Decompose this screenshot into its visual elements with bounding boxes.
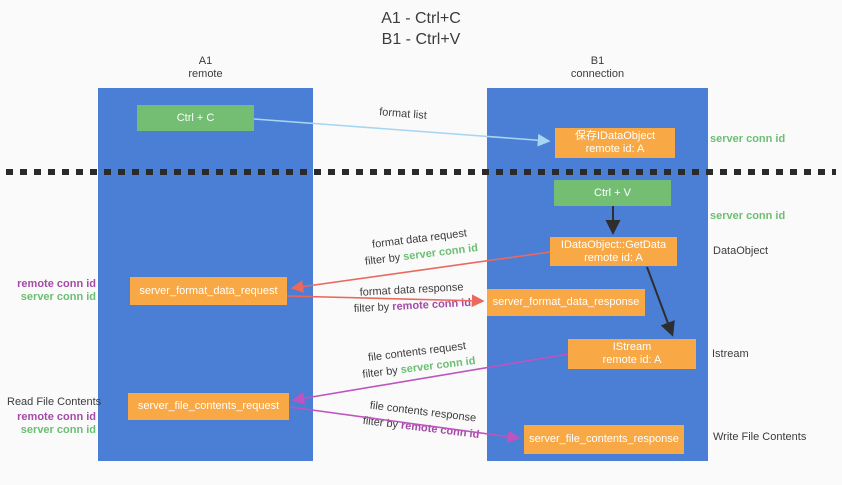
ctrl-c-label: Ctrl + C — [176, 111, 215, 124]
column-b-name: B1 — [590, 55, 605, 67]
server-conn-id-label-1: server conn id — [20, 291, 96, 303]
server-conn-id-label-2: server conn id — [20, 424, 96, 436]
column-a-subtitle: remote — [188, 68, 223, 80]
column-b-subtitle: connection — [570, 68, 625, 80]
server-conn-id-mid-label: server conn id — [710, 210, 786, 222]
istream-side-label: Istream — [712, 348, 749, 360]
read-file-contents-label: Read File Contents — [7, 396, 102, 408]
column-a-name: A1 — [198, 55, 213, 67]
left-conn-ids-file: remote conn id server conn id — [14, 411, 96, 437]
filter-by-text-4: filter by — [362, 414, 399, 432]
server-conn-id-top-label: server conn id — [710, 133, 786, 145]
diagram-title: A1 - Ctrl+C B1 - Ctrl+V — [0, 8, 842, 50]
getdata-box: IDataObject::GetData remote id: A — [550, 237, 677, 266]
getdata-line2: remote id: A — [584, 251, 643, 264]
format-request-label: server_format_data_request — [139, 284, 278, 297]
dataobject-label: DataObject — [713, 245, 769, 257]
save-dataobject-line2: remote id: A — [585, 143, 645, 155]
column-a-header: A1 remote — [98, 55, 313, 81]
filter-by-text-3: filter by — [361, 364, 399, 381]
remote-conn-id-label-2: remote conn id — [17, 411, 96, 423]
file-request-box: server_file_contents_request — [128, 393, 289, 420]
ctrl-v-box: Ctrl + V — [554, 180, 671, 206]
filter-by-text-2: filter by — [353, 301, 390, 316]
file-request-label: server_file_contents_request — [137, 400, 280, 412]
save-dataobject-line1: 保存IDataObject — [574, 130, 656, 142]
remote-conn-id-inline-1: remote conn id — [391, 296, 472, 314]
format-response-box: server_format_data_response — [487, 289, 645, 316]
title-line-1: A1 - Ctrl+C — [381, 10, 461, 27]
file-response-label: server_file_contents_response — [529, 433, 679, 445]
title-line-2: B1 - Ctrl+V — [381, 31, 461, 48]
format-list-text: format list — [378, 106, 428, 122]
session-divider — [6, 169, 836, 175]
ctrl-c-box: Ctrl + C — [137, 105, 254, 131]
file-response-box: server_file_contents_response — [524, 425, 684, 454]
istream-line2: remote id: A — [602, 354, 662, 366]
write-file-contents-label: Write File Contents — [713, 431, 807, 443]
getdata-line1: IDataObject::GetData — [560, 238, 667, 251]
remote-conn-id-label-1: remote conn id — [17, 278, 96, 290]
format-list-annotation: format list — [343, 101, 464, 126]
column-b-header: B1 connection — [487, 55, 708, 81]
format-request-box: server_format_data_request — [130, 277, 287, 305]
save-dataobject-box: 保存IDataObject remote id: A — [555, 128, 675, 158]
left-conn-ids-format: remote conn id server conn id — [14, 278, 96, 304]
istream-line1: IStream — [612, 341, 652, 353]
istream-box: IStream remote id: A — [568, 339, 696, 369]
format-response-label: server_format_data_response — [492, 296, 640, 308]
ctrl-v-label: Ctrl + V — [594, 186, 631, 199]
filter-by-text-1: filter by — [364, 251, 401, 268]
